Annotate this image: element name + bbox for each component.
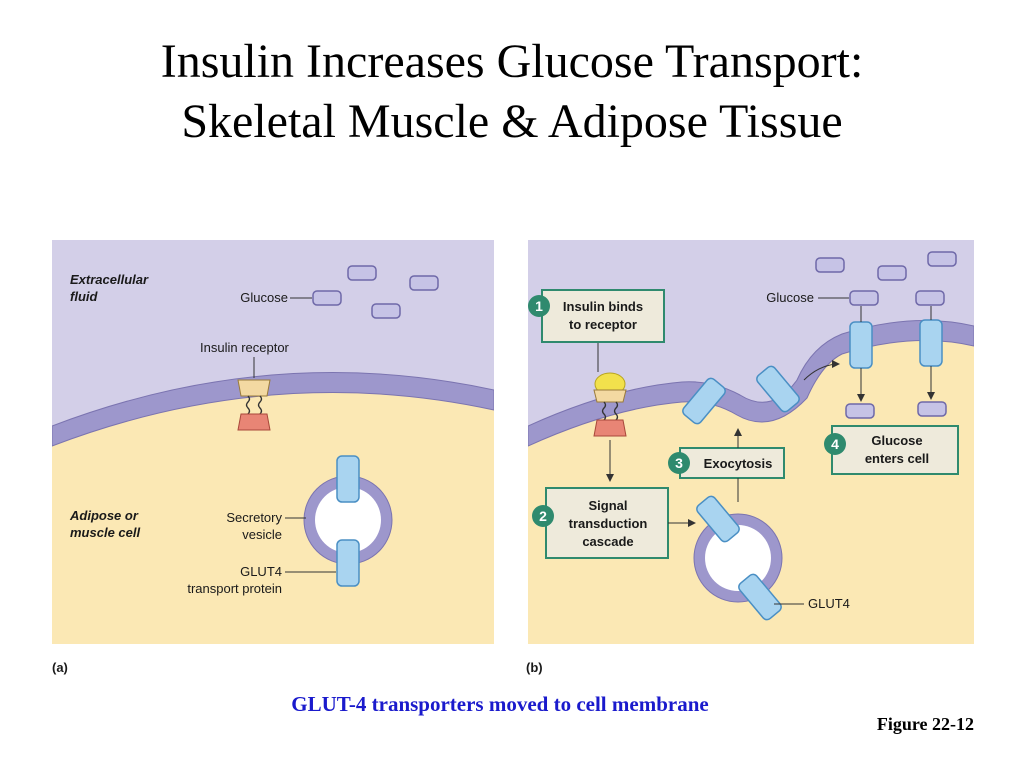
step-1-text-1: Insulin binds [563,299,643,314]
receptor-intracellular-domain [593,419,627,437]
panel-a: Extracellular fluid Glucose Insulin rece… [52,240,494,675]
step-3-box [679,447,785,479]
step-1-badge [528,295,550,317]
step-2-number: 2 [539,508,547,524]
step-1-text-2: to receptor [569,317,637,332]
secretory-vesicle-b [693,495,783,621]
glut4-transporter [696,495,740,543]
glucose-label: Glucose [240,290,288,305]
receptor-spring [601,401,607,421]
vesicle-label-2: vesicle [242,527,282,542]
step-2-text-1: Signal [588,498,627,513]
arrowhead [688,519,696,527]
vesicle-label-1: Secretory [226,510,282,525]
receptor-spring [613,401,619,421]
panel-a-extracellular [52,240,494,436]
glut4-transporter [336,455,360,503]
glut4-transporter [336,539,360,587]
arrowhead [734,428,742,436]
step-3-badge [668,452,690,474]
arrowhead [857,394,865,402]
glucose-molecule [927,251,957,267]
step-2-text-3: cascade [582,534,633,549]
insulin-receptor-label: Insulin receptor [200,340,290,355]
glucose-molecule [877,265,907,281]
glucose-label: Glucose [766,290,814,305]
figure-caption: GLUT-4 transporters moved to cell membra… [291,692,709,716]
panel-a-membrane [52,372,494,447]
receptor-extracellular-domain [237,379,271,397]
glut4-transporter-membrane [919,319,943,367]
step-1-box [541,289,665,343]
figure-svg: Extracellular fluid Glucose Insulin rece… [52,240,974,675]
slide-title: Insulin Increases Glucose Transport: Ske… [0,32,1024,152]
arrowhead [832,360,840,368]
extracellular-label-1: Extracellular [70,272,149,287]
step-1-number: 1 [535,298,543,314]
arrowhead [606,474,614,482]
panel-b: Glucose [526,240,974,675]
step-2-text-2: transduction [569,516,648,531]
receptor-spring [257,395,263,415]
step-2-badge [532,505,554,527]
glucose-molecule [845,403,875,419]
cell-label-1: Adipose or [69,508,139,523]
receptor-intracellular-domain [237,413,271,431]
glut4-label-2: transport protein [187,581,282,596]
glucose-molecule [312,290,342,306]
glut4-transporter-fusing [756,365,800,413]
step-3-text-1: Exocytosis [704,456,773,471]
glucose-molecule [915,290,945,306]
secretory-vesicle [303,455,393,587]
figure-reference: Figure 22-12 [876,714,974,734]
arrowhead [927,392,935,400]
vesicle-lumen [315,487,381,553]
glucose-molecule [849,290,879,306]
title-line-1: Insulin Increases Glucose Transport: [160,35,864,88]
cell-label-2: muscle cell [70,525,140,540]
receptor-spring [245,395,251,415]
insulin-receptor [237,379,271,431]
glucose-molecule [347,265,377,281]
step-3-number: 3 [675,455,683,471]
step-4-badge [824,433,846,455]
glut4-transporter-membrane [849,321,873,369]
step-4-number: 4 [831,436,839,452]
insulin-glut4-figure: Extracellular fluid Glucose Insulin rece… [52,240,974,680]
step-4-text-1: Glucose [871,433,922,448]
glut4-label: GLUT4 [808,596,850,611]
receptor-extracellular-domain [593,389,627,403]
title-line-2: Skeletal Muscle & Adipose Tissue [181,95,843,148]
glut4-label-1: GLUT4 [240,564,282,579]
step-4-text-2: enters cell [865,451,929,466]
glut4-transporter-fusing [682,377,726,425]
insulin-receptor-bound [593,372,627,437]
glucose-molecule [371,303,401,319]
panel-a-label: (a) [52,660,68,675]
extracellular-label-2: fluid [70,289,98,304]
glut4-transporter [738,573,782,621]
glucose-molecule [409,275,439,291]
glucose-molecule [917,401,947,417]
glucose-molecule [815,257,845,273]
panel-b-label: (b) [526,660,543,675]
